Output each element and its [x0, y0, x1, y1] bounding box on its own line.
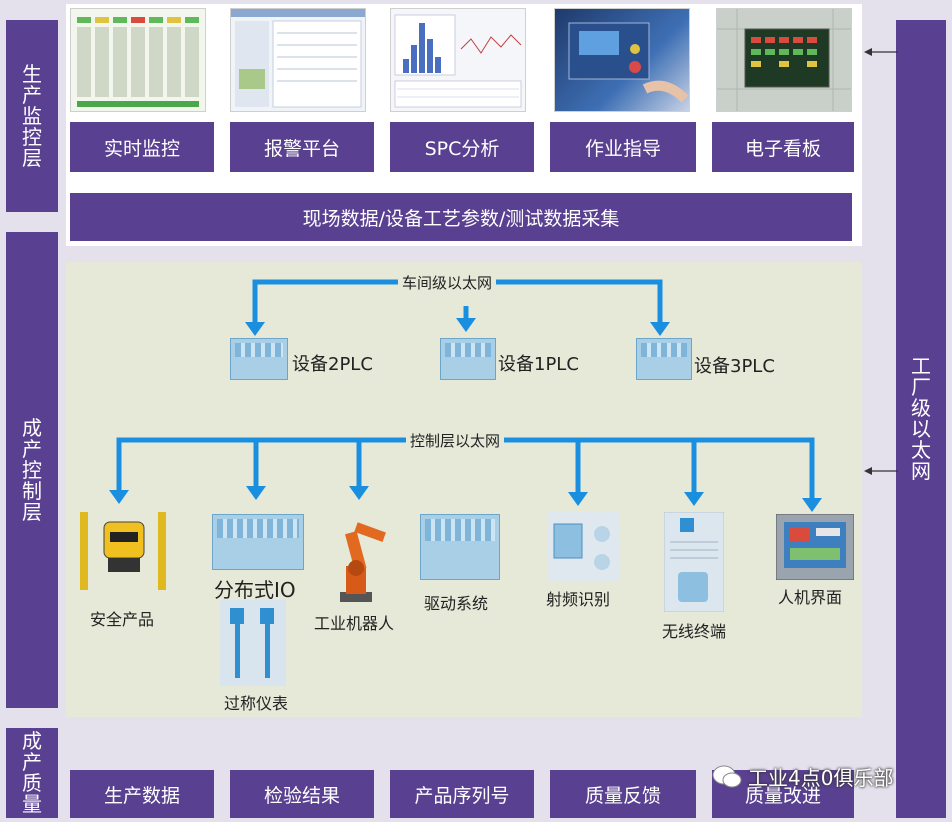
wechat-icon	[712, 765, 742, 787]
serial-number-button[interactable]: 产品序列号	[390, 770, 534, 818]
realtime-monitor-button[interactable]: 实时监控	[70, 122, 214, 172]
plc3-icon	[636, 338, 692, 380]
drive-system-icon	[420, 514, 500, 580]
alarm-platform-screenshot	[230, 8, 366, 112]
factory-ethernet-label: 工厂级以太网	[896, 20, 946, 818]
hmi-icon	[776, 514, 854, 580]
spc-analysis-button[interactable]: SPC分析	[390, 122, 534, 172]
spc-analysis-screenshot	[390, 8, 526, 112]
factory-link-arrows	[864, 48, 898, 475]
plc1-label: 设备1PLC	[498, 354, 579, 375]
inspection-result-button[interactable]: 检验结果	[230, 770, 374, 818]
weighing-instrument-icon	[220, 600, 286, 686]
industrial-robot-label: 工业机器人	[314, 614, 395, 633]
work-instruction-button[interactable]: 作业指导	[550, 122, 696, 172]
realtime-monitor-screenshot	[70, 8, 206, 112]
electronic-board-photo	[716, 8, 852, 112]
wireless-terminal-icon	[664, 512, 724, 612]
safety-product-icon	[80, 512, 166, 590]
production-data-button[interactable]: 生产数据	[70, 770, 214, 818]
control-ethernet-label: 控制层以太网	[406, 430, 505, 451]
layer-label-quality: 成产质量	[6, 728, 58, 818]
safety-product-label: 安全产品	[90, 610, 155, 629]
plc3-label: 设备3PLC	[694, 356, 775, 377]
workshop-ethernet-label: 车间级以太网	[398, 272, 497, 293]
distributed-io-icon	[212, 514, 304, 570]
rfid-label: 射频识别	[546, 590, 611, 609]
plc2-label: 设备2PLC	[292, 354, 373, 375]
watermark-text: 工业4点0俱乐部	[748, 766, 894, 790]
plc1-icon	[440, 338, 496, 380]
drive-system-label: 驱动系统	[424, 594, 489, 613]
distributed-io-label: 分布式IO	[214, 578, 296, 602]
electronic-board-button[interactable]: 电子看板	[712, 122, 854, 172]
layer-label-monitor: 生产监控层	[6, 20, 58, 212]
weighing-instrument-label: 过称仪表	[224, 694, 289, 713]
wireless-terminal-label: 无线终端	[662, 622, 727, 641]
quality-feedback-button[interactable]: 质量反馈	[550, 770, 696, 818]
rfid-icon	[548, 512, 620, 582]
layer-label-control: 成产控制层	[6, 232, 58, 708]
industrial-robot-icon	[340, 522, 386, 602]
work-instruction-photo	[554, 8, 690, 112]
data-collection-bar: 现场数据/设备工艺参数/测试数据采集	[70, 193, 852, 241]
watermark: 工业4点0俱乐部	[712, 762, 893, 791]
control-layer-panel	[66, 262, 862, 717]
plc2-icon	[230, 338, 288, 380]
hmi-label: 人机界面	[778, 588, 843, 607]
alarm-platform-button[interactable]: 报警平台	[230, 122, 374, 172]
